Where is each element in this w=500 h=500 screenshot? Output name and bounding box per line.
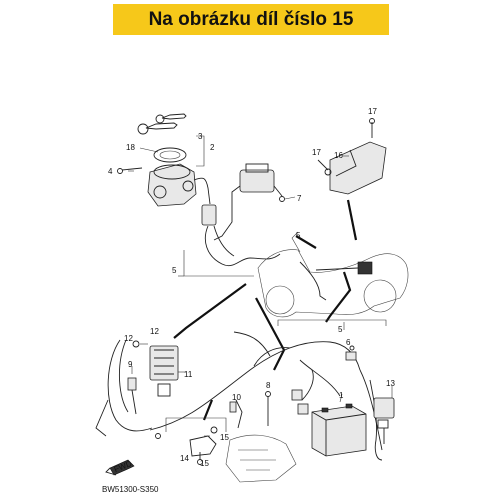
callout-15-upper: 15 xyxy=(220,433,229,442)
callout-12-left: 12 xyxy=(124,334,133,343)
title-banner: Na obrázku díl číslo 15 xyxy=(113,4,389,35)
callout-9: 9 xyxy=(128,360,133,369)
callout-4: 4 xyxy=(108,167,113,176)
callout-13: 13 xyxy=(386,379,395,388)
callout-5-left: 5 xyxy=(172,266,177,275)
callout-12-right: 12 xyxy=(150,327,159,336)
callout-17-left: 17 xyxy=(312,148,321,157)
callouts: 3 2 18 4 7 17 17 16 5 5 5 6 12 12 9 11 1… xyxy=(108,107,395,468)
fwd-label: FWD xyxy=(113,459,133,474)
diagram-code: BW51300-S350 xyxy=(102,485,159,494)
main-switch-assembly xyxy=(117,113,217,226)
fwd-arrow-icon: FWD xyxy=(105,459,135,476)
page-title: Na obrázku díl číslo 15 xyxy=(148,8,354,30)
callout-14: 14 xyxy=(180,454,189,463)
part-13-component xyxy=(373,386,395,444)
battery xyxy=(311,393,367,457)
lower-bracket xyxy=(277,319,387,330)
callout-16: 16 xyxy=(334,151,343,160)
callout-7: 7 xyxy=(297,194,302,203)
lower-left-harness xyxy=(95,339,186,439)
callout-11: 11 xyxy=(184,370,193,379)
leader-arrows xyxy=(173,199,358,421)
relay-assembly xyxy=(213,163,296,241)
callout-8: 8 xyxy=(266,381,271,390)
engine-area xyxy=(165,417,297,483)
bracket-assembly xyxy=(317,118,387,195)
callout-5-center: 5 xyxy=(296,231,301,240)
scooter-outline xyxy=(257,231,409,318)
main-wire-harness xyxy=(149,331,383,461)
callout-10: 10 xyxy=(232,393,241,402)
upper-harness xyxy=(178,225,281,277)
callout-3: 3 xyxy=(198,132,203,141)
callout-18: 18 xyxy=(126,143,135,152)
callout-17-top: 17 xyxy=(368,107,377,116)
callout-6: 6 xyxy=(346,338,351,347)
callout-15-lower: 15 xyxy=(200,459,209,468)
callout-2: 2 xyxy=(210,143,215,152)
callout-1: 1 xyxy=(339,391,344,400)
callout-5-lower: 5 xyxy=(338,325,343,334)
